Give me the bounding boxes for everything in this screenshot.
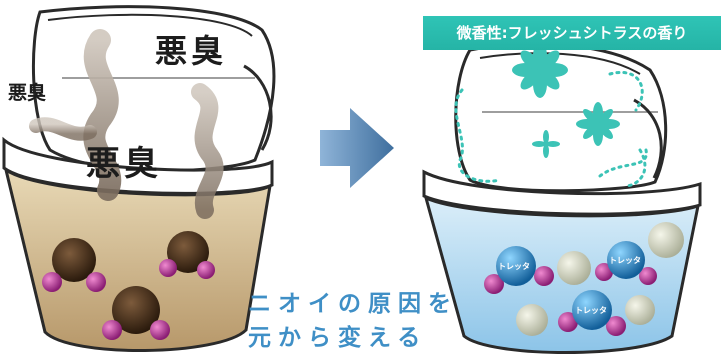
malodor-label: 悪臭 xyxy=(155,32,228,70)
neutralized-molecule xyxy=(557,251,591,285)
fresh-scent-trail xyxy=(624,148,647,188)
neutralized-molecule xyxy=(516,304,548,336)
flower-icon xyxy=(532,130,560,158)
odor-molecule xyxy=(159,231,215,279)
odor-molecule xyxy=(102,286,170,340)
left-bin xyxy=(2,5,276,353)
molecule-label: トレッタ xyxy=(498,262,530,271)
tagline-line-1: ニオイの原因を xyxy=(248,291,458,317)
odor-smoke xyxy=(191,83,224,219)
malodor-label: 悪臭 xyxy=(86,144,162,184)
tagline-line-2: 元から変える xyxy=(248,325,428,351)
fresh-scent-trail xyxy=(454,88,502,183)
odor-smoke xyxy=(83,29,122,201)
flower-icon xyxy=(576,102,620,146)
deodorant-molecule xyxy=(484,246,554,294)
deodorant-molecule xyxy=(595,241,657,285)
neutralized-molecule xyxy=(625,295,655,325)
transition-arrow xyxy=(320,108,394,188)
right-bin xyxy=(422,42,702,354)
malodor-label-small: 悪臭 xyxy=(8,82,47,104)
rim xyxy=(422,169,702,216)
molecule-label: トレッタ xyxy=(609,256,641,265)
odor-smoke xyxy=(29,117,97,141)
fresh-scent-trail xyxy=(598,148,648,178)
scent-badge: 微香性:フレッシュシトラスの香り xyxy=(423,16,721,50)
molecule-label: トレッタ xyxy=(575,306,607,315)
neutralized-molecule xyxy=(648,222,684,258)
fresh-scent-trail xyxy=(608,71,644,112)
deodorant-molecule xyxy=(558,290,626,336)
odor-molecule xyxy=(42,238,106,292)
